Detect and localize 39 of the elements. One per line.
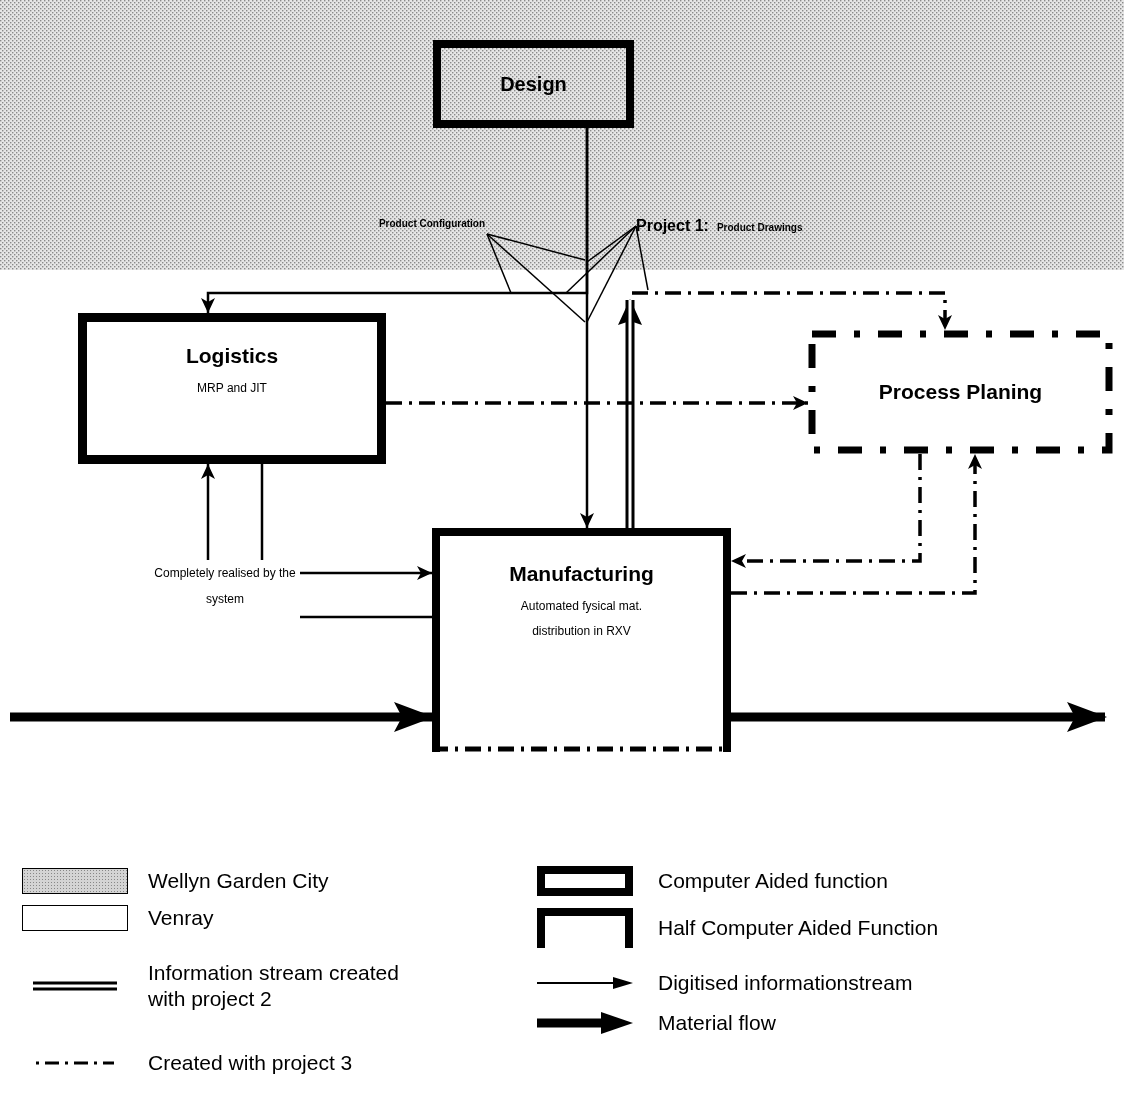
- double-line-arrow: [618, 299, 642, 528]
- leader-line: [486, 233, 586, 323]
- note-text: Completely realised by the system: [150, 560, 300, 622]
- leader-line: [586, 225, 637, 263]
- legend-label: Material flow: [658, 1010, 776, 1036]
- legend-label: Created with project 3: [148, 1050, 353, 1076]
- process-box: [78, 313, 386, 464]
- leader-line: [486, 233, 586, 261]
- arrow: [632, 291, 952, 330]
- arrow: [201, 128, 589, 313]
- process-box: [432, 528, 731, 752]
- box-title: Design: [500, 72, 567, 97]
- arrow: [201, 464, 215, 560]
- material-flow-arrow: [10, 702, 434, 732]
- material-flow-arrow: [731, 702, 1107, 732]
- arrow: [386, 396, 808, 410]
- box-subtitle: Automated fysical mat. distribution in RXV: [519, 597, 644, 640]
- legend-label: Digitised informationstream: [658, 970, 913, 996]
- legend-label: Half Computer Aided Function: [658, 914, 939, 941]
- leader-line: [486, 233, 512, 294]
- annotation-text: Project 1:: [636, 216, 709, 236]
- annotation-text: Product Drawings: [716, 221, 803, 235]
- legend-label: Wellyn Garden City: [148, 868, 329, 894]
- legend-label: Computer Aided function: [658, 867, 888, 894]
- leader-line: [635, 225, 649, 291]
- legend-label: Information stream created with project 2: [148, 960, 400, 1013]
- box-title: Process Planing: [878, 379, 1043, 406]
- connector-line: [260, 464, 264, 560]
- arrow: [300, 566, 432, 580]
- arrow: [731, 454, 922, 568]
- box-subtitle: MRP and JIT: [197, 379, 267, 397]
- process-box: [433, 40, 634, 128]
- connector-line: [300, 615, 432, 619]
- leader-line: [586, 225, 637, 323]
- legend-label: Venray: [148, 905, 214, 931]
- box-title: Manufacturing: [509, 561, 654, 587]
- arrow: [731, 454, 982, 595]
- annotation-text: Product Configuration: [352, 216, 512, 234]
- box-title: Logistics: [185, 343, 279, 369]
